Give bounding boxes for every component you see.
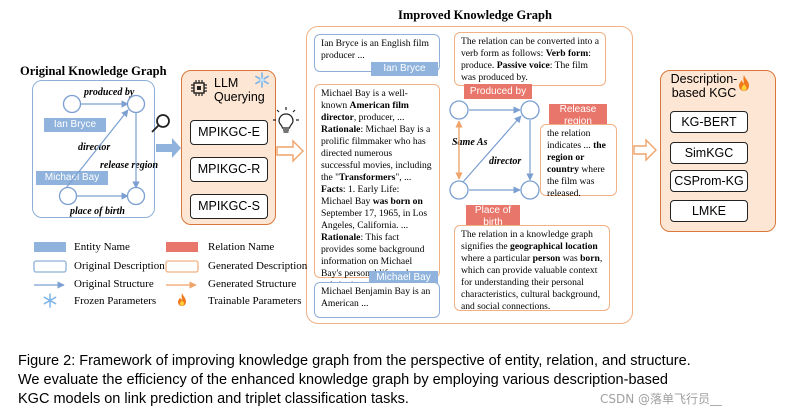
entity-tag-ian-bryce-improved: Ian Bryce: [371, 62, 438, 76]
text-span: where the film was released.: [547, 164, 605, 199]
model-box-csprom-kg: CSProm-KG: [670, 170, 748, 192]
text-span: where a particular: [461, 253, 533, 264]
text-bold: the region or country: [547, 140, 606, 175]
llm-title-line1: LLM: [214, 76, 239, 90]
model-box-mpikgc-s: MPIKGC-S: [190, 194, 268, 219]
original-graph-title: Original Knowledge Graph: [20, 64, 167, 78]
relation-label-produced-by: produced by: [84, 87, 135, 98]
produced-by-generated-description: The relation can be converted into a ver…: [454, 32, 606, 86]
llm-title: LLM Querying: [214, 76, 265, 104]
arrow-to-improved-icon: [276, 139, 304, 163]
llm-title-line2: Querying: [214, 90, 265, 104]
text-span: : Michael Bay is a prolific filmmaker wh…: [321, 124, 432, 183]
legend-generated-structure: Generated Structure: [208, 278, 297, 290]
legend-swatch-relation: [166, 242, 198, 252]
relation-label-release-region: release region: [100, 160, 159, 171]
node-michael-bay: [58, 186, 78, 206]
improved-graph-original-edges: [462, 106, 534, 194]
node-film: [126, 94, 146, 114]
fire-icon: [737, 74, 751, 92]
legend-swatch-original-description: [33, 260, 67, 273]
text-span: , producer, ...: [353, 112, 405, 123]
text-span: , which can provide valuable context for…: [461, 253, 603, 312]
legend-swatch-entity: [34, 242, 66, 252]
relation-label-same-as: Same As: [452, 137, 488, 148]
entity-tag-ian-bryce: Ian Bryce: [44, 118, 106, 132]
text-bold: Facts: [321, 184, 343, 195]
model-box-mpikgc-r: MPIKGC-R: [190, 157, 268, 182]
legend-frozen-parameters: Frozen Parameters: [74, 295, 157, 307]
legend-fire-icon: [178, 293, 186, 306]
legend-snowflake-icon: [43, 293, 57, 308]
node-ian-bryce: [62, 94, 82, 114]
legend-swatch-generated-description: [165, 260, 199, 273]
model-box-mpikgc-e: MPIKGC-E: [190, 120, 268, 145]
text-bold: Rationale: [321, 232, 361, 243]
text-bold: born: [580, 253, 600, 264]
original-graph-structure: [65, 100, 140, 200]
node-place-improved: [520, 180, 540, 200]
snowflake-icon: [254, 72, 270, 88]
text-bold: person: [532, 253, 561, 264]
legend-entity-name: Entity Name: [74, 241, 130, 253]
kgc-title: Description-based KGC: [670, 72, 738, 100]
caption-line-3: KGC models on link prediction and triple…: [18, 391, 409, 407]
text-bold: geographical location: [510, 241, 598, 252]
model-box-kg-bert: KG-BERT: [670, 111, 748, 133]
text-bold: Passive voice: [496, 60, 550, 71]
text-span: September 17, 1965, in Los Angeles, Cali…: [321, 208, 428, 231]
arrow-to-kgc-icon: [633, 138, 657, 162]
relation-label-director-improved: director: [489, 156, 522, 167]
node-michael-bay-improved: [449, 180, 469, 200]
relation-tag-release-region: Release region: [549, 104, 607, 127]
text-span: ", ...: [395, 172, 412, 183]
figure-caption: Figure 2: Framework of improving knowled…: [18, 352, 788, 409]
improved-graph-nodes: [449, 100, 540, 200]
entity-tag-michael-bay-improved: Michael Bay: [369, 271, 438, 285]
arrow-to-llm-icon: [156, 138, 181, 158]
original-graph-nodes: [58, 94, 146, 206]
text-span: the relation indicates ...: [547, 128, 594, 151]
text-span: : The film was produced by.: [461, 60, 588, 83]
legend-trainable-parameters: Trainable Parameters: [208, 295, 302, 307]
legend-generated-description: Generated Description: [208, 260, 308, 272]
text-bold: Transformers: [339, 172, 396, 183]
relation-label-place-of-birth: place of birth: [70, 206, 125, 217]
text-span: : produce.: [461, 48, 591, 71]
relation-label-director: director: [78, 142, 111, 153]
caption-line-1: Figure 2: Framework of improving knowled…: [18, 353, 691, 369]
legend-original-structure: Original Structure: [74, 278, 154, 290]
model-box-simkgc: SimKGC: [670, 142, 748, 164]
node-ian-bryce-improved: [449, 100, 469, 120]
entity-tag-michael-bay: Michael Bay: [36, 171, 108, 185]
text-span: Michael Bay is a well-known: [321, 88, 408, 111]
text-bold: American film director: [321, 100, 409, 123]
caption-line-2: We evaluate the efficiency of the enhanc…: [18, 372, 668, 388]
chip-icon: [190, 79, 208, 97]
michael-bay-generated-description: Michael Bay is a well-known American fil…: [314, 84, 440, 291]
michael-bay-original-description: Michael Benjamin Bay is an American ...: [314, 282, 440, 318]
node-place: [126, 186, 146, 206]
text-span: The relation can be converted into a ver…: [461, 36, 599, 59]
place-of-birth-generated-description: The relation in a knowledge graph signif…: [454, 225, 610, 312]
text-bold: Verb form: [545, 48, 589, 59]
text-span: : 1. Early Life: Michael Bay: [321, 184, 400, 207]
node-film-improved: [520, 100, 540, 120]
relation-tag-produced-by: Produced by: [464, 84, 532, 99]
model-box-lmke: LMKE: [670, 200, 748, 222]
release-region-generated-description: the relation indicates ... the region or…: [540, 124, 617, 199]
text-bold: Rationale: [321, 124, 361, 135]
watermark: CSDN @落单飞行员__: [600, 392, 723, 406]
text-bold: was born on: [372, 196, 423, 207]
legend-original-description: Original Description: [74, 260, 165, 272]
improved-graph-title: Improved Knowledge Graph: [398, 8, 552, 22]
lightbulb-icon: [273, 107, 299, 133]
legend-relation-name: Relation Name: [208, 241, 275, 253]
text-span: was: [560, 253, 581, 264]
text-span: The relation in a knowledge graph signif…: [461, 229, 593, 252]
magnifier-icon: [151, 114, 170, 133]
